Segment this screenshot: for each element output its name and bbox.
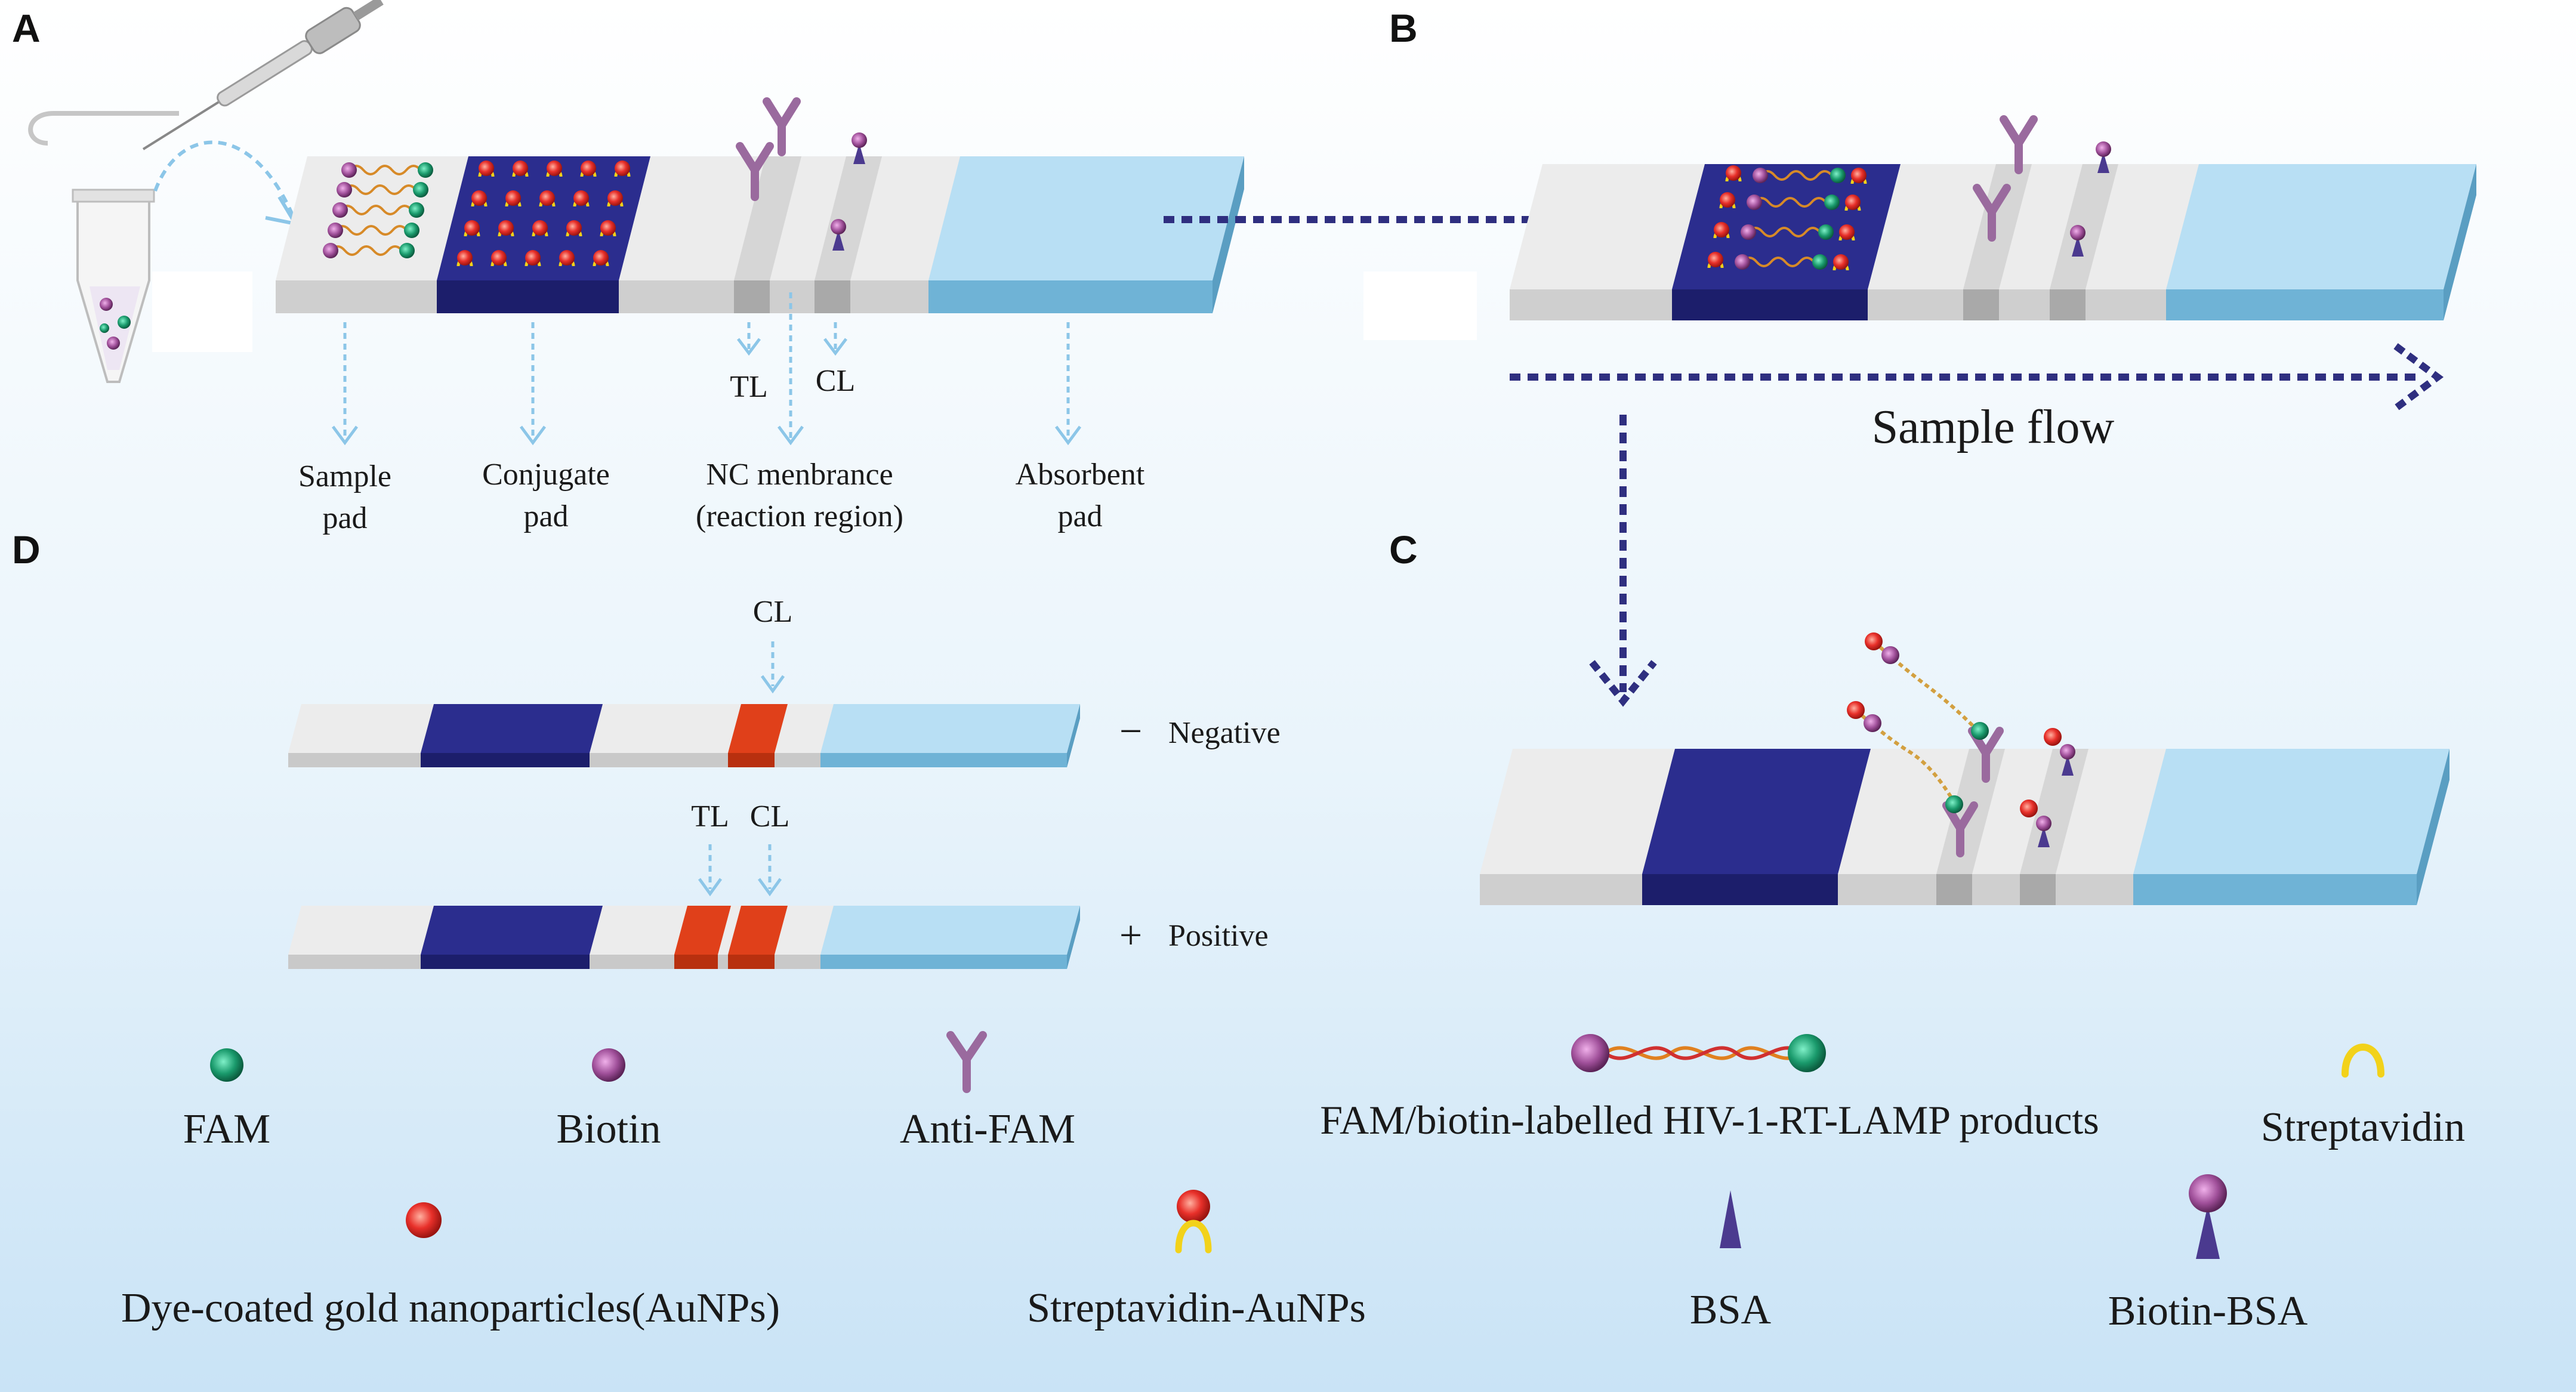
panel-d-letter: D xyxy=(12,527,41,572)
panel-b-letter: B xyxy=(1389,6,1418,50)
absorbent-pad-label-1: Absorbent xyxy=(1016,458,1145,492)
control-line-negative xyxy=(728,704,788,753)
panel-c-letter: C xyxy=(1389,527,1418,572)
absorbent-pad-label-2: pad xyxy=(1057,499,1102,533)
legend: FAM Biotin Anti-FAM FAM/biotin-labelled … xyxy=(121,1031,2465,1334)
legend-biotin-bsa: Biotin-BSA xyxy=(2108,1288,2308,1334)
bsa-icon xyxy=(1720,1190,1741,1248)
tl-label-positive: TL xyxy=(691,800,729,834)
label-placeholder-b xyxy=(1363,271,1477,340)
strip-c xyxy=(1480,749,2449,905)
control-line-positive xyxy=(728,906,788,955)
positive-sign: + xyxy=(1119,912,1142,958)
fam-icon xyxy=(210,1048,243,1082)
anti-fam-antibody xyxy=(736,97,801,201)
streptavidin-icon xyxy=(2341,1044,2384,1078)
cl-label-negative: CL xyxy=(753,595,792,629)
legend-biotin: Biotin xyxy=(556,1106,661,1152)
flow-arrows xyxy=(1164,216,2423,692)
sample-tube-icon xyxy=(28,111,179,383)
anti-fam-icon xyxy=(946,1031,987,1093)
streptavidin-aunp-icon xyxy=(1175,1190,1212,1254)
biotin-bsa-icon xyxy=(2189,1174,2227,1259)
biotin-bsa-b xyxy=(2070,141,2111,257)
positive-label: Positive xyxy=(1168,919,1269,953)
negative-sign: − xyxy=(1119,708,1142,754)
legend-streptavidin: Streptavidin xyxy=(2261,1104,2465,1150)
streptavidin-aunps-conjugate-pad xyxy=(456,161,631,267)
sample-pad-label-1: Sample xyxy=(298,459,391,493)
legend-anti-fam: Anti-FAM xyxy=(900,1106,1075,1152)
pipette-icon xyxy=(142,0,384,150)
label-placeholder-a xyxy=(152,271,252,352)
label-arrowheads-a xyxy=(331,338,1082,446)
label-arrowheads-d xyxy=(698,675,785,897)
absorbent-pad-top xyxy=(928,156,1244,280)
anti-fam-antibody-c xyxy=(1942,727,2004,857)
label-arrows-d xyxy=(708,641,775,889)
conjugate-pad-top xyxy=(437,156,650,280)
biotin-icon xyxy=(592,1048,625,1082)
conjugate-pad-c xyxy=(1642,749,1871,874)
test-line-c xyxy=(1936,874,1972,905)
sample-pad-label-2: pad xyxy=(322,501,367,535)
positive-strip xyxy=(288,906,1080,969)
test-line-positive xyxy=(674,906,731,955)
cl-label-a: CL xyxy=(816,364,855,398)
anti-fam-antibody-b xyxy=(1973,115,2038,242)
legend-fam: FAM xyxy=(183,1106,271,1152)
strip-b xyxy=(1510,164,2476,320)
panel-c xyxy=(1480,632,2449,905)
negative-label: Negative xyxy=(1168,716,1281,750)
captured-complexes-c xyxy=(1847,632,2075,847)
biotin-bsa-marker xyxy=(831,132,867,251)
tl-label-a: TL xyxy=(730,370,768,404)
cl-label-positive: CL xyxy=(750,800,789,834)
control-line-b xyxy=(2050,289,2086,320)
label-arrows-a xyxy=(343,292,1070,439)
panel-a-letter: A xyxy=(12,6,41,50)
nc-membrane-label-1: NC menbrance xyxy=(706,458,893,492)
conjugate-pad-label-1: Conjugate xyxy=(482,458,610,492)
strip-a xyxy=(276,156,1244,313)
panel-b xyxy=(1363,115,2476,340)
complexes-conjugate-pad-b xyxy=(1707,165,1867,271)
test-line-b xyxy=(1963,289,1999,320)
panel-d: CL TL CL − Negative + Positive xyxy=(288,595,1281,969)
lamp-products-sample-pad xyxy=(323,162,433,258)
nc-membrane-label-2: (reaction region) xyxy=(696,499,903,533)
control-line-a xyxy=(815,280,850,313)
legend-aunps: Dye-coated gold nanoparticles(AuNPs) xyxy=(121,1285,780,1331)
legend-bsa: BSA xyxy=(1690,1287,1772,1333)
aunp-icon xyxy=(406,1202,442,1238)
negative-strip xyxy=(288,704,1080,767)
panel-a: TL CL Sample pad Conjugate pad NC menbra… xyxy=(28,0,1244,535)
legend-lamp-products: FAM/biotin-labelled HIV-1-RT-LAMP produc… xyxy=(1320,1097,2099,1143)
test-line-a xyxy=(734,280,770,313)
conjugate-pad-label-2: pad xyxy=(523,499,568,533)
sample-flow-label: Sample flow xyxy=(1872,401,2115,453)
lamp-product-icon xyxy=(1571,1034,1826,1072)
legend-streptavidin-aunps: Streptavidin-AuNPs xyxy=(1027,1285,1366,1331)
control-line-c xyxy=(2020,874,2056,905)
